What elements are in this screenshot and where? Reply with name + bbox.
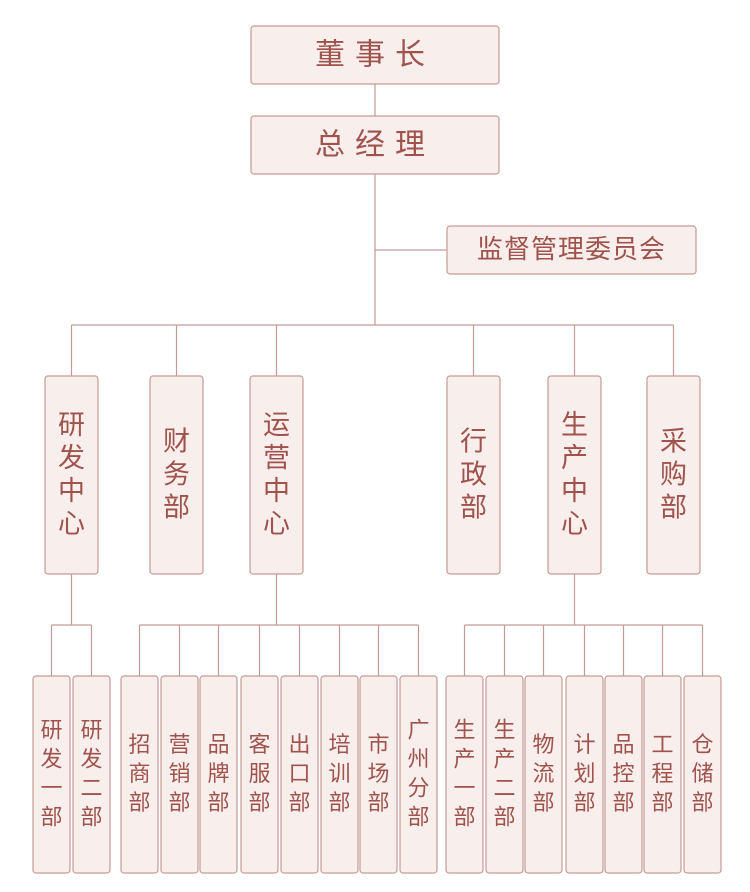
node-box (547, 375, 602, 575)
node-label: 总经理 (315, 128, 435, 163)
node-planning: 计划部 (565, 675, 604, 874)
node-box (485, 675, 524, 874)
node-box (445, 675, 484, 874)
node-label: 董事长 (315, 38, 435, 73)
node-finance: 财务部 (149, 375, 204, 575)
node-label: 营销部 (168, 733, 190, 816)
node-box (199, 675, 238, 874)
node-box (249, 375, 304, 575)
node-warehouse: 仓储部 (683, 675, 722, 874)
node-logistics: 物流部 (524, 675, 563, 874)
node-label: 行政部 (460, 427, 487, 524)
node-rd-1: 研发一部 (32, 675, 71, 874)
node-label: 监督管理委员会 (477, 235, 666, 265)
node-customer-service: 客服部 (240, 675, 279, 874)
node-box (643, 675, 682, 874)
node-box (72, 675, 111, 874)
node-investment: 招商部 (120, 675, 159, 874)
node-box (446, 225, 697, 275)
node-brand: 品牌部 (199, 675, 238, 874)
node-box (240, 675, 279, 874)
node-market: 市场部 (359, 675, 398, 874)
node-guangzhou-branch: 广州分部 (399, 675, 438, 874)
node-box (250, 25, 500, 85)
node-box (320, 675, 359, 874)
node-label: 市场部 (367, 733, 389, 816)
node-label: 采购部 (660, 427, 687, 524)
node-admin: 行政部 (446, 375, 501, 575)
node-label: 招商部 (128, 733, 150, 816)
node-box (683, 675, 722, 874)
node-box (359, 675, 398, 874)
node-label: 研发二部 (80, 719, 102, 831)
node-supervisory: 监督管理委员会 (446, 225, 697, 275)
node-box (120, 675, 159, 874)
node-box (32, 675, 71, 874)
node-box (149, 375, 204, 575)
node-box (280, 675, 319, 874)
node-box (604, 675, 643, 874)
node-box (565, 675, 604, 874)
node-label: 研发中心 (58, 410, 85, 540)
node-rd-center: 研发中心 (44, 375, 99, 575)
node-operations-center: 运营中心 (249, 375, 304, 575)
node-label: 计划部 (573, 733, 595, 816)
node-marketing-sales: 营销部 (160, 675, 199, 874)
node-export: 出口部 (280, 675, 319, 874)
node-label: 物流部 (532, 733, 554, 816)
node-engineering: 工程部 (643, 675, 682, 874)
node-procurement: 采购部 (646, 375, 701, 575)
node-box (160, 675, 199, 874)
node-label: 生产中心 (561, 410, 588, 540)
node-label: 广州分部 (407, 719, 429, 831)
node-chairman: 董事长 (250, 25, 500, 85)
node-production-1: 生产一部 (445, 675, 484, 874)
node-label: 仓储部 (691, 733, 713, 816)
node-box (646, 375, 701, 575)
node-label: 培训部 (328, 733, 350, 816)
node-label: 研发一部 (40, 719, 62, 831)
node-gm: 总经理 (250, 115, 500, 175)
node-production-2: 生产二部 (485, 675, 524, 874)
node-box (446, 375, 501, 575)
connectors (50, 84, 704, 676)
node-box (524, 675, 563, 874)
node-label: 生产二部 (493, 719, 515, 831)
node-box (44, 375, 99, 575)
node-label: 工程部 (651, 733, 673, 816)
node-training: 培训部 (320, 675, 359, 874)
node-label: 品牌部 (207, 733, 229, 816)
node-rd-2: 研发二部 (72, 675, 111, 874)
node-label: 客服部 (248, 733, 270, 816)
node-label: 生产一部 (453, 719, 475, 831)
node-quality-control: 品控部 (604, 675, 643, 874)
node-production-center: 生产中心 (547, 375, 602, 575)
node-box (399, 675, 438, 874)
node-label: 品控部 (612, 733, 634, 816)
node-label: 运营中心 (263, 410, 290, 540)
node-label: 财务部 (163, 427, 190, 524)
node-label: 出口部 (288, 733, 310, 816)
node-box (250, 115, 500, 175)
